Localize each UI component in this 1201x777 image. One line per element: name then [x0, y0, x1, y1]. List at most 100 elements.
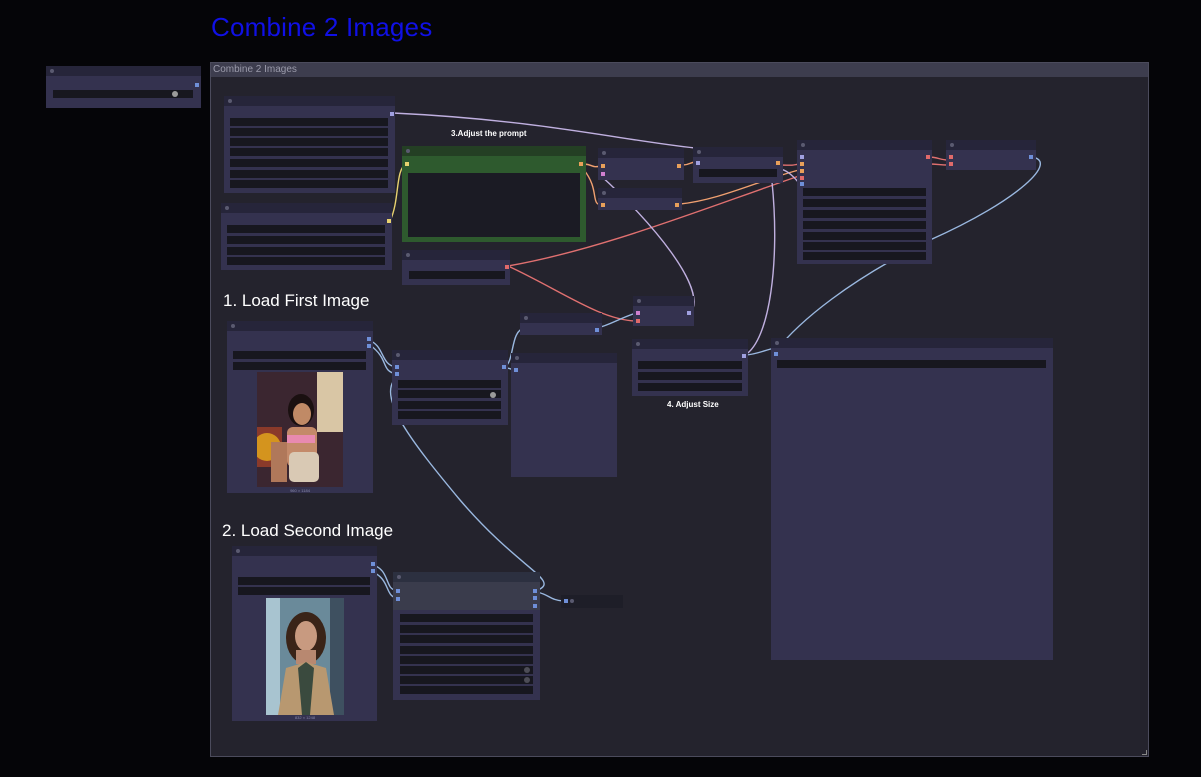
widget-row[interactable] [230, 118, 388, 126]
widget-row[interactable] [227, 225, 385, 233]
node-sampler[interactable] [797, 140, 932, 264]
node-preview-small[interactable] [511, 353, 617, 477]
input-port-samples[interactable] [949, 155, 953, 159]
widget-row[interactable] [400, 656, 533, 664]
widget-row[interactable] [227, 236, 385, 244]
node-header[interactable] [771, 338, 1053, 348]
input-port-image[interactable] [800, 182, 804, 186]
output-port-conditioning[interactable] [579, 162, 583, 166]
output-port[interactable] [533, 589, 537, 593]
widget-row[interactable] [398, 380, 501, 388]
collapse-dot-icon[interactable] [637, 299, 641, 303]
widget-row[interactable] [638, 361, 742, 369]
node-checkpoint-loader[interactable] [224, 96, 395, 193]
prompt-textarea[interactable] [408, 173, 580, 237]
collapse-dot-icon[interactable] [225, 206, 229, 210]
output-port[interactable] [533, 604, 537, 608]
input-port-mask[interactable] [395, 372, 399, 376]
input-port-images[interactable] [514, 368, 518, 372]
collapse-dot-icon[interactable] [602, 191, 606, 195]
output-port-clip[interactable] [387, 219, 391, 223]
output-port[interactable] [687, 311, 691, 315]
output-port[interactable] [677, 164, 681, 168]
node-reroute[interactable] [633, 296, 694, 326]
collapse-dot-icon[interactable] [406, 149, 410, 153]
widget-row[interactable] [803, 221, 926, 229]
input-port[interactable] [601, 172, 605, 176]
node-header[interactable] [520, 313, 602, 323]
collapse-dot-icon[interactable] [515, 356, 519, 360]
collapse-dot-icon[interactable] [228, 99, 232, 103]
upload-button[interactable] [233, 362, 366, 370]
widget-row[interactable] [400, 646, 533, 654]
input-port-images[interactable] [774, 352, 778, 356]
floating-node[interactable] [46, 66, 201, 108]
widget-row[interactable] [400, 666, 533, 674]
input-port-positive[interactable] [800, 162, 804, 166]
widget-row[interactable] [400, 676, 533, 684]
collapse-dot-icon[interactable] [602, 151, 606, 155]
node-output-small[interactable] [561, 595, 623, 608]
output-port-latent[interactable] [505, 265, 509, 269]
output-port-image[interactable] [1029, 155, 1033, 159]
slider-knob[interactable] [490, 392, 496, 398]
collapse-dot-icon[interactable] [950, 143, 954, 147]
widget-row[interactable] [398, 401, 501, 409]
widget-row[interactable] [803, 188, 926, 196]
collapse-dot-icon[interactable] [801, 143, 805, 147]
input-port-negative[interactable] [800, 169, 804, 173]
node-header[interactable] [224, 96, 395, 106]
node-prompt[interactable] [402, 146, 586, 242]
output-port-image[interactable] [371, 562, 375, 566]
input-port-model[interactable] [800, 155, 804, 159]
input-port-clip[interactable] [405, 162, 409, 166]
node-image-resize[interactable] [392, 350, 508, 425]
input-port-image2[interactable] [396, 597, 400, 601]
output-port-mask[interactable] [371, 569, 375, 573]
node-header[interactable] [693, 147, 783, 157]
node-clip-loader[interactable] [221, 203, 392, 270]
widget-row[interactable] [400, 635, 533, 643]
widget-row[interactable] [400, 614, 533, 622]
widget-row[interactable] [400, 625, 533, 633]
image-select-widget[interactable] [238, 577, 370, 585]
output-port-image[interactable] [502, 365, 506, 369]
widget-row[interactable] [230, 148, 388, 156]
output-port[interactable] [742, 354, 746, 358]
node-header[interactable] [232, 546, 377, 556]
slider-knob[interactable] [524, 667, 530, 673]
collapse-dot-icon[interactable] [524, 316, 528, 320]
collapse-dot-icon[interactable] [231, 324, 235, 328]
node-header[interactable] [598, 188, 682, 198]
group-header[interactable]: Combine 2 Images [211, 63, 1148, 77]
node-header[interactable] [598, 148, 684, 158]
collapse-dot-icon[interactable] [636, 342, 640, 346]
input-port-image[interactable] [395, 365, 399, 369]
widget-row[interactable] [230, 138, 388, 146]
node-latent[interactable] [402, 250, 510, 285]
collapse-dot-icon[interactable] [775, 341, 779, 345]
widget-row[interactable] [803, 252, 926, 260]
input-port-vae[interactable] [949, 162, 953, 166]
node-header[interactable] [946, 140, 1036, 150]
widget-row[interactable] [803, 242, 926, 250]
input-port[interactable] [636, 319, 640, 323]
collapse-dot-icon[interactable] [236, 549, 240, 553]
slider-knob[interactable] [172, 91, 178, 97]
collapse-dot-icon[interactable] [397, 575, 401, 579]
output-port[interactable] [195, 83, 199, 87]
node-header[interactable] [633, 296, 694, 306]
node-vae-encode[interactable] [520, 313, 602, 335]
widget-row[interactable] [638, 383, 742, 391]
collapse-dot-icon[interactable] [406, 253, 410, 257]
widget-row[interactable] [699, 169, 777, 177]
node-header[interactable] [46, 66, 201, 76]
output-port[interactable] [533, 596, 537, 600]
image-select-widget[interactable] [233, 351, 366, 359]
input-port[interactable] [636, 311, 640, 315]
collapse-dot-icon[interactable] [570, 599, 574, 603]
widget-row[interactable] [803, 210, 926, 218]
input-port[interactable] [696, 161, 700, 165]
widget-row[interactable] [230, 159, 388, 167]
input-port[interactable] [564, 599, 568, 603]
